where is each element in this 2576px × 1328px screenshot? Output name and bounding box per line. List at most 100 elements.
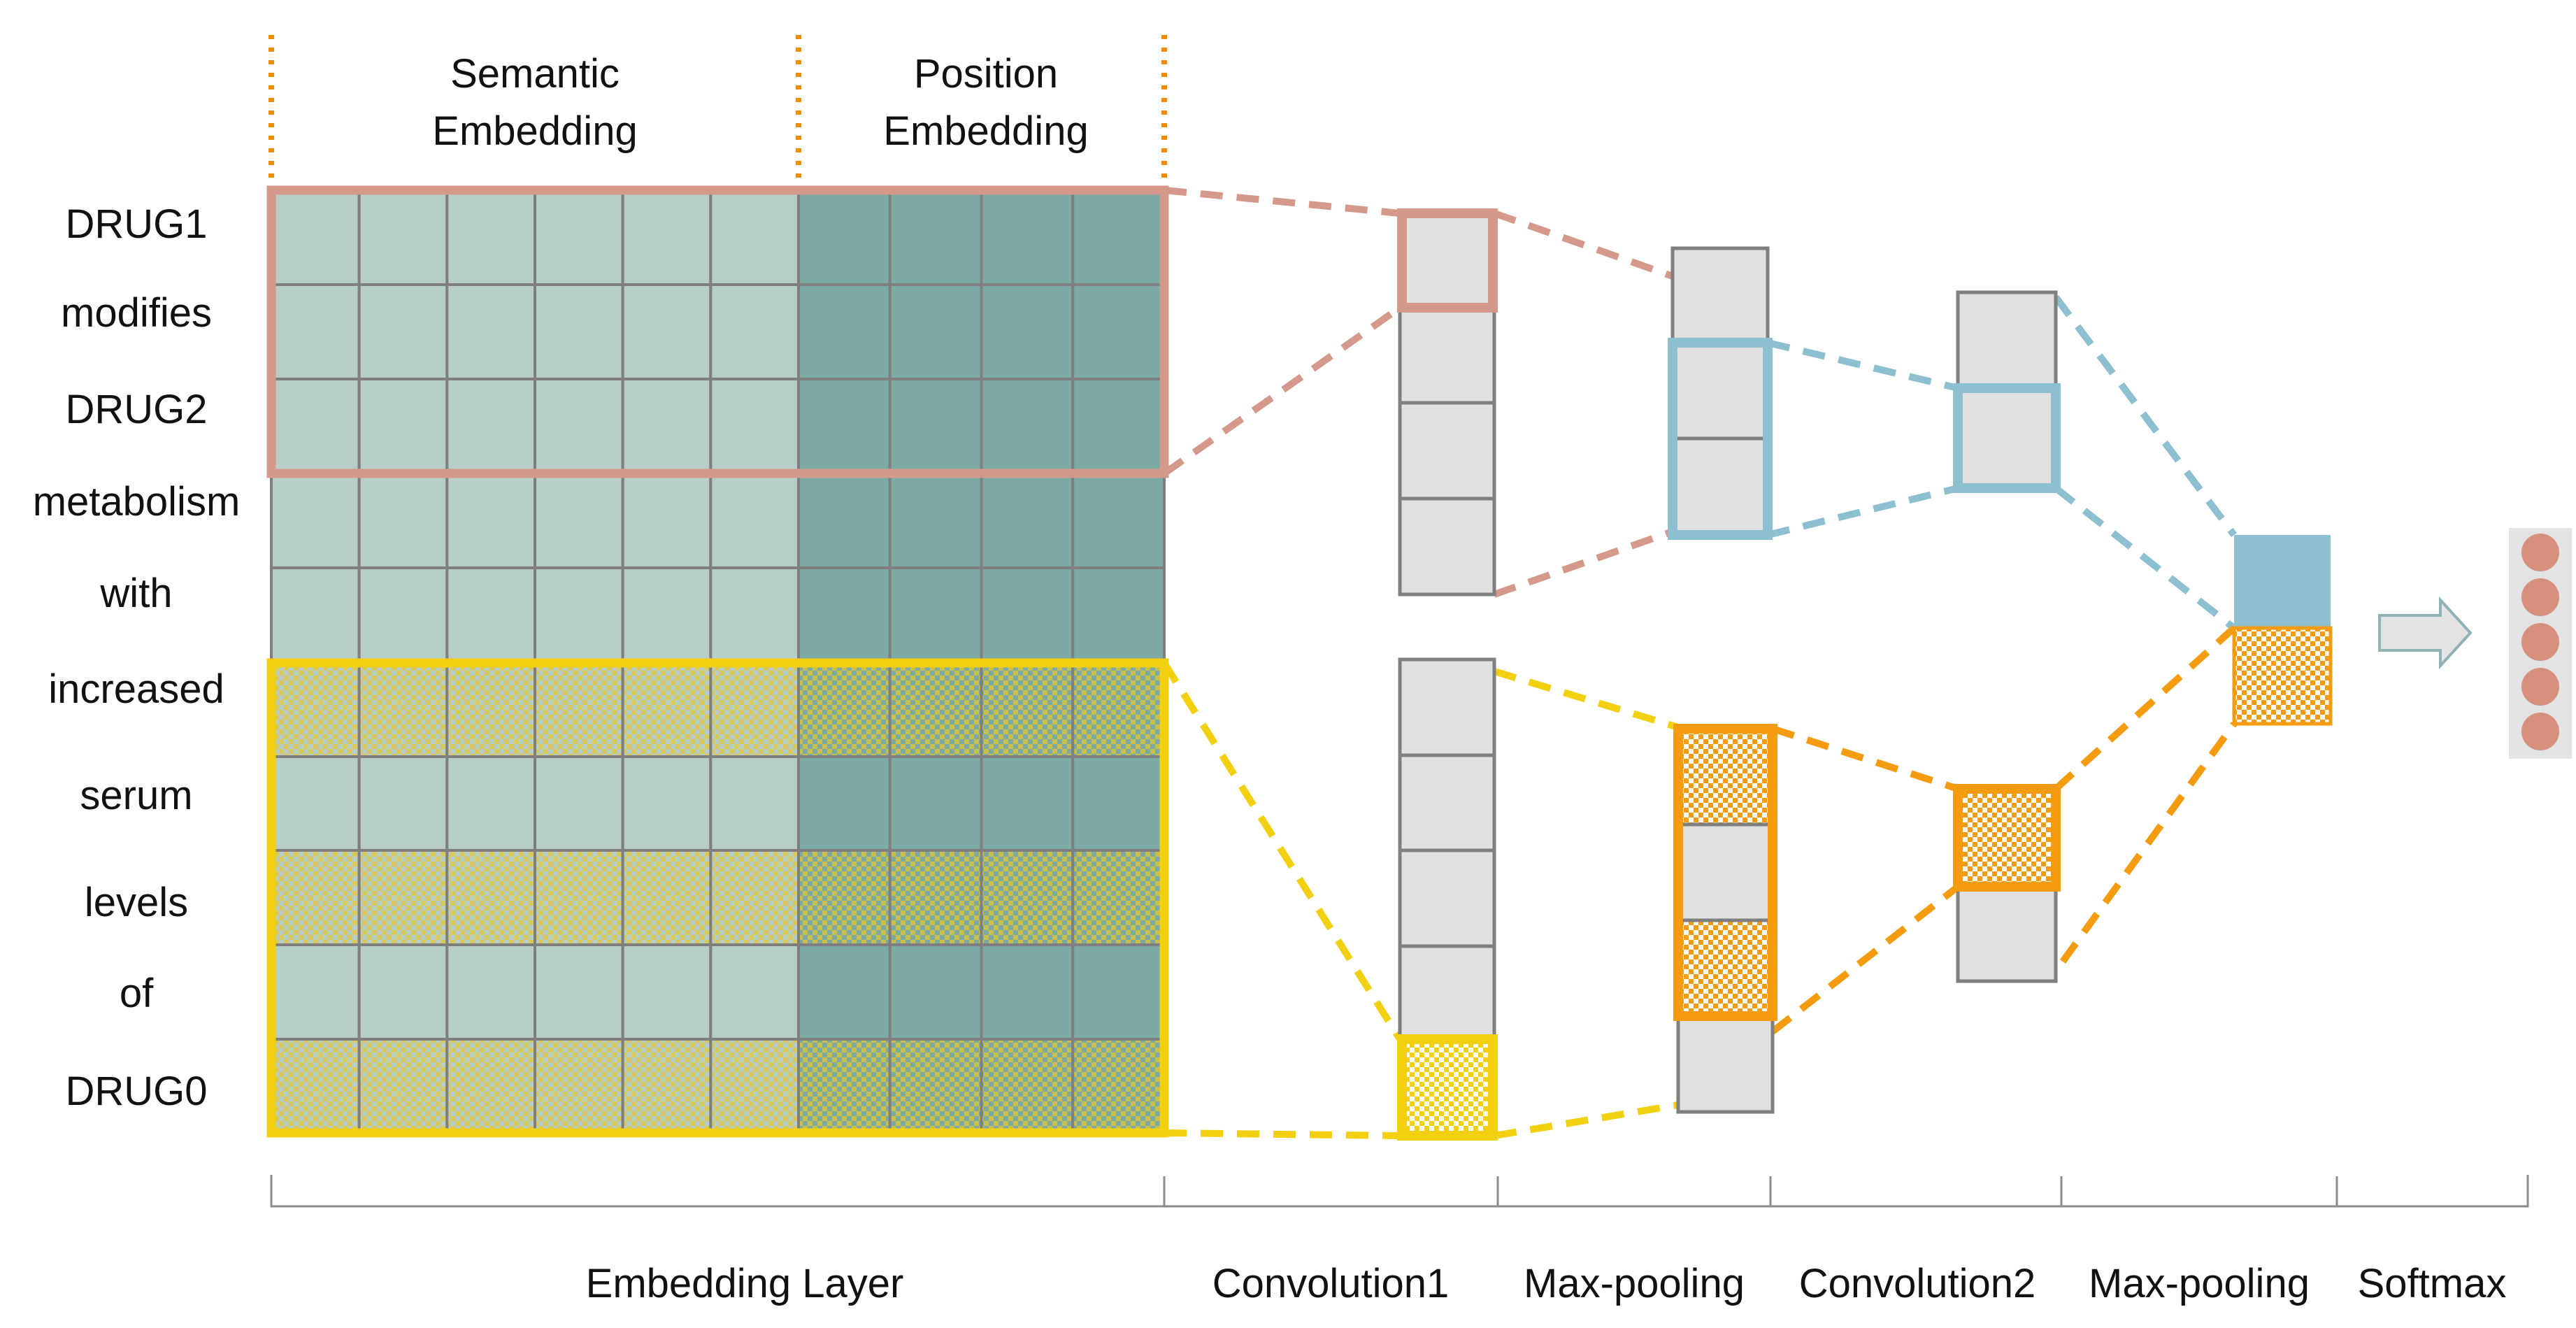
semantic-embedding-cell bbox=[709, 1038, 800, 1134]
semantic-embedding-cell bbox=[270, 1038, 361, 1134]
position-embedding-cell bbox=[1071, 1038, 1166, 1134]
conv2-feature-map-bottom bbox=[1953, 784, 2061, 983]
stage-label-conv1: Convolution1 bbox=[1212, 1261, 1450, 1306]
position-embedding-cell bbox=[888, 566, 983, 664]
position-embedding-cell bbox=[980, 472, 1075, 569]
position-embedding-cell bbox=[888, 283, 983, 380]
position-embedding-cell bbox=[980, 849, 1075, 946]
position-embedding-cell bbox=[888, 472, 983, 569]
semantic-embedding-cell bbox=[357, 378, 449, 475]
semantic-embedding-cell bbox=[270, 849, 361, 946]
conv1-bottom-cell bbox=[1398, 944, 1496, 1041]
semantic-embedding-cell bbox=[709, 943, 800, 1041]
semantic-embedding-cell bbox=[621, 943, 713, 1041]
semantic-embedding-cell bbox=[534, 378, 624, 475]
column-headers: Semantic Embedding Position Embedding bbox=[432, 51, 1088, 154]
conv1-top-cell bbox=[1398, 306, 1496, 405]
conv1-bottom-cell bbox=[1398, 753, 1496, 852]
semantic-embedding-cell bbox=[709, 849, 800, 946]
position-embedding-cell bbox=[980, 662, 1075, 758]
right-arrow-icon bbox=[2378, 596, 2473, 670]
stage-label-softmax: Softmax bbox=[2358, 1261, 2507, 1306]
semantic-embedding-cell bbox=[709, 472, 800, 569]
word-label: with bbox=[99, 571, 172, 616]
conv2-feature-map-top bbox=[1953, 290, 2061, 493]
word-label: modifies bbox=[61, 290, 212, 336]
semantic-embedding-cell bbox=[357, 566, 449, 664]
position-embedding-cell bbox=[888, 1038, 983, 1134]
position-embedding-cell bbox=[980, 1038, 1075, 1134]
semantic-embedding-cell bbox=[709, 378, 800, 475]
position-embedding-cell bbox=[980, 755, 1075, 852]
semantic-embedding-cell bbox=[445, 662, 536, 758]
semantic-embedding-cell bbox=[534, 662, 624, 758]
semantic-embedding-cell bbox=[270, 283, 361, 380]
semantic-embedding-cell bbox=[534, 283, 624, 380]
conv1-top-cell bbox=[1398, 211, 1496, 310]
stage-label-pool2: Max-pooling bbox=[2089, 1261, 2310, 1306]
position-embedding-cell bbox=[888, 849, 983, 946]
semantic-embedding-cell bbox=[445, 378, 536, 475]
softmax-node bbox=[2521, 713, 2559, 750]
position-embedding-cell bbox=[1071, 566, 1166, 664]
semantic-embedding-cell bbox=[270, 662, 361, 758]
word-label: DRUG2 bbox=[65, 387, 207, 432]
position-embedding-cell bbox=[888, 755, 983, 852]
semantic-embedding-cell bbox=[445, 472, 536, 569]
conv2-bottom-cell bbox=[1956, 787, 2058, 889]
semantic-embedding-cell bbox=[357, 283, 449, 380]
pool1-bottom-cell bbox=[1676, 1014, 1775, 1114]
semantic-embedding-cell bbox=[534, 943, 624, 1041]
pink-filter-window bbox=[266, 185, 1169, 478]
position-embedding-cell bbox=[797, 849, 892, 946]
semantic-embedding-cell bbox=[270, 378, 361, 475]
pool1-bottom-cell bbox=[1676, 727, 1775, 827]
semantic-embedding-cell bbox=[534, 755, 624, 852]
semantic-embedding-cell bbox=[445, 943, 536, 1041]
position-embedding-cell bbox=[888, 662, 983, 758]
softmax-node bbox=[2521, 578, 2559, 616]
position-embedding-cell bbox=[888, 378, 983, 475]
semantic-embedding-cell bbox=[357, 943, 449, 1041]
conv2-top-cell bbox=[1956, 290, 2058, 390]
position-embedding-cell bbox=[797, 662, 892, 758]
semantic-embedding-cell bbox=[709, 755, 800, 852]
word-label: DRUG0 bbox=[65, 1069, 207, 1114]
position-embedding-cell bbox=[1071, 472, 1166, 569]
pool1-top-cell bbox=[1670, 436, 1770, 537]
conv2-top-highlight bbox=[1953, 383, 2061, 493]
pool1-top-cell bbox=[1670, 341, 1770, 441]
semantic-embedding-cell bbox=[621, 472, 713, 569]
position-embedding-cell bbox=[797, 566, 892, 664]
position-embedding-cell bbox=[980, 943, 1075, 1041]
connectors bbox=[1161, 187, 2238, 1139]
semantic-embedding-cell bbox=[709, 189, 800, 286]
semantic-embedding-label-line2: Embedding bbox=[432, 108, 637, 154]
position-embedding-cell bbox=[797, 283, 892, 380]
position-embedding-cell bbox=[1071, 943, 1166, 1041]
position-embedding-cell bbox=[888, 189, 983, 286]
softmax-output bbox=[2509, 528, 2572, 759]
position-embedding-cell bbox=[1071, 283, 1166, 380]
pool1-top-highlight bbox=[1668, 338, 1773, 540]
semantic-embedding-cell bbox=[270, 189, 361, 286]
yellow-filter-window bbox=[266, 658, 1169, 1138]
stage-label-embedding: Embedding Layer bbox=[586, 1261, 904, 1306]
softmax-node bbox=[2521, 534, 2559, 571]
pool1-bottom-highlight bbox=[1673, 724, 1777, 1021]
word-label: increased bbox=[48, 666, 224, 712]
semantic-embedding-cell bbox=[621, 378, 713, 475]
position-embedding-cell bbox=[980, 378, 1075, 475]
position-embedding-cell bbox=[797, 1038, 892, 1134]
embedding-matrix bbox=[270, 189, 1166, 1134]
conv1-top-highlight bbox=[1397, 208, 1498, 313]
position-embedding-cell bbox=[797, 189, 892, 286]
semantic-embedding-cell bbox=[445, 1038, 536, 1134]
pool2-blue-cell bbox=[2234, 535, 2331, 628]
position-embedding-cell bbox=[1071, 378, 1166, 475]
softmax-node bbox=[2521, 623, 2559, 661]
semantic-embedding-cell bbox=[270, 943, 361, 1041]
semantic-embedding-cell bbox=[445, 755, 536, 852]
semantic-embedding-cell bbox=[445, 189, 536, 286]
